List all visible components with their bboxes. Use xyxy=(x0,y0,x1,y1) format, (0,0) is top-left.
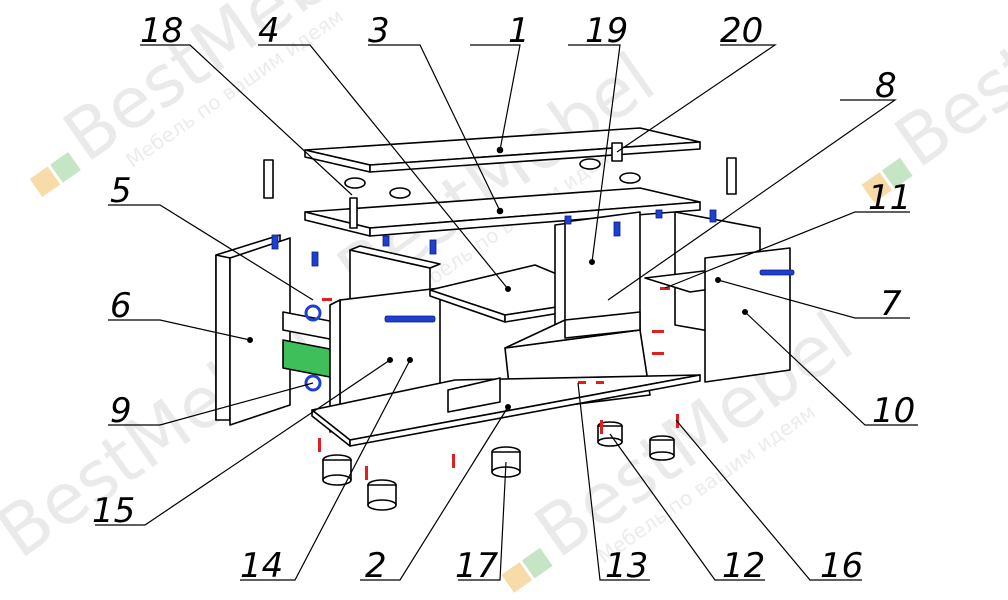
part-post-right xyxy=(726,157,737,195)
label-5: 5 xyxy=(110,171,132,211)
part-inner-right-partition xyxy=(554,211,641,346)
label-9: 9 xyxy=(110,391,132,431)
part-left-outer-side xyxy=(215,234,291,426)
part-bottom-panel xyxy=(311,374,701,447)
label-2: 2 xyxy=(365,546,387,586)
label-7: 7 xyxy=(880,284,902,324)
label-17: 17 xyxy=(455,546,499,586)
label-16: 16 xyxy=(820,546,863,586)
part-labels: 18 4 3 1 19 20 8 5 6 9 15 11 7 10 14 2 1… xyxy=(92,11,915,586)
label-19: 19 xyxy=(585,11,628,51)
label-10: 10 xyxy=(872,391,915,431)
label-18: 18 xyxy=(140,11,183,51)
label-6: 6 xyxy=(110,286,132,326)
leader-lines xyxy=(95,44,918,581)
part-post-left xyxy=(263,159,274,199)
part-upper-shelf xyxy=(304,187,701,237)
label-15: 15 xyxy=(92,491,135,531)
part-lower-divider xyxy=(447,377,501,413)
label-13: 13 xyxy=(605,546,648,586)
label-3: 3 xyxy=(368,11,390,51)
part-post-mid xyxy=(349,197,358,229)
part-feet xyxy=(322,421,675,511)
fasteners-blue xyxy=(271,209,795,392)
watermark-brand-4: BestMebel xyxy=(881,0,1008,184)
label-20: 20 xyxy=(720,11,763,51)
label-14: 14 xyxy=(240,546,283,586)
furniture-parts xyxy=(215,127,791,511)
label-4: 4 xyxy=(258,11,280,51)
part-cam-bolts-top xyxy=(344,158,641,199)
label-8: 8 xyxy=(875,66,897,106)
label-12: 12 xyxy=(722,546,765,586)
label-1: 1 xyxy=(508,11,530,51)
label-11: 11 xyxy=(868,178,911,218)
